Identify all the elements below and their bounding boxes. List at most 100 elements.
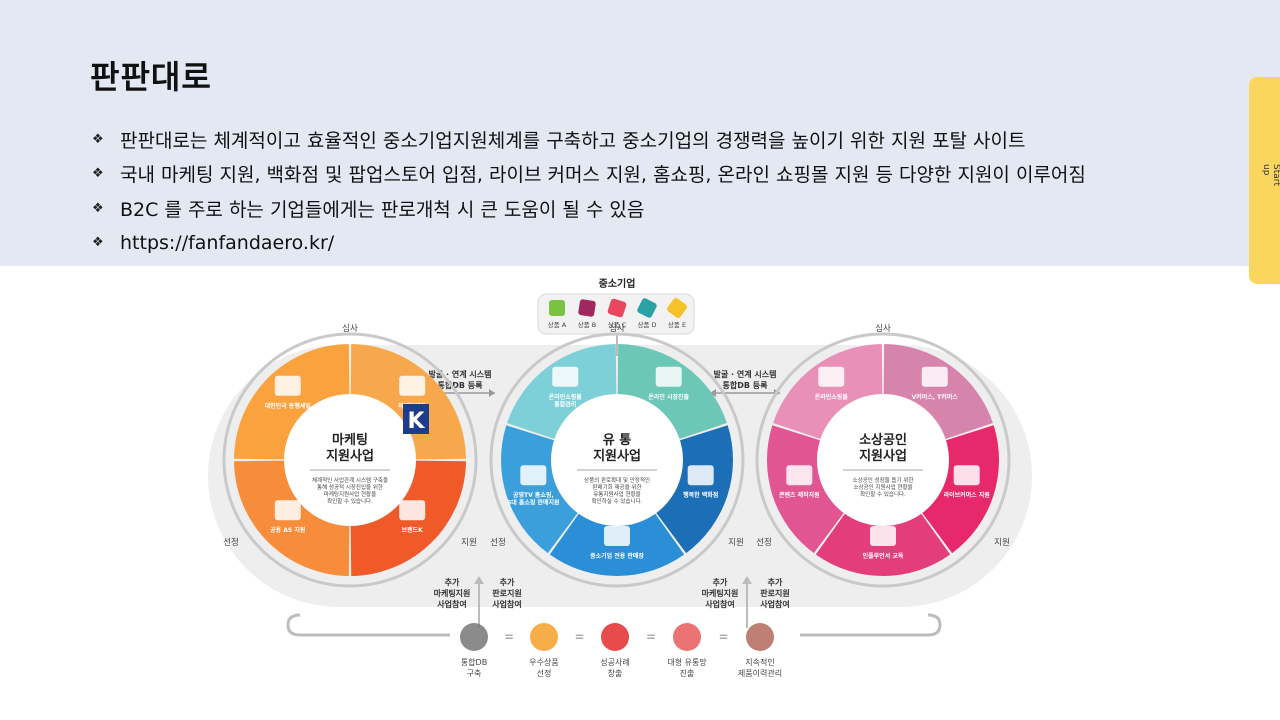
extra-label-line: 사업참여: [437, 599, 466, 609]
segment-label: 대한민국 동행세일: [265, 402, 312, 410]
circle-description-line: 소상공인 성장을 돕기 위한: [853, 476, 914, 484]
circle-description-line: 확인할 수 있습니다.: [327, 497, 373, 505]
stage-review-label: 심사: [875, 323, 891, 334]
diamond-bullet-icon: ❖: [92, 131, 104, 147]
diamond-bullet-icon: ❖: [92, 166, 104, 182]
stage-select-label: 선정: [756, 537, 772, 548]
bullet-text: B2C 를 주로 하는 기업들에게는 판로개척 시 큰 도움이 될 수 있음: [120, 198, 645, 221]
brand-k-badge: [403, 404, 429, 434]
circle-description-line: 확인할 수 있습니다.: [860, 490, 906, 498]
segment-label-line: 6대 홈쇼핑 판매지원: [507, 499, 560, 507]
segment-icon: [274, 500, 301, 521]
process-connector: =: [646, 630, 656, 644]
product-label-line: 상품 E: [668, 320, 686, 329]
start-up-tab-label: Start up: [1261, 164, 1280, 186]
segment-label-line: 라이브커머스 지원: [944, 491, 990, 499]
segment-label-line: 대한민국 동행세일: [265, 402, 312, 410]
stage-support-label: 지원: [728, 538, 744, 548]
segment-label: 브랜드K: [402, 526, 424, 534]
process-icon: [746, 623, 774, 651]
circle-description-line: 소상공인 지원사업 현황을: [853, 483, 912, 491]
process-icon: [673, 623, 701, 651]
segment-label-line: 브랜드K: [402, 526, 424, 534]
stage-support-label-line: 지원: [728, 538, 744, 548]
start-up-tab[interactable]: [1249, 77, 1280, 284]
segment-label-line: 통합관리: [554, 400, 576, 408]
product-label-line: 상품 B: [578, 320, 597, 329]
stage-support-label-line: 지원: [994, 538, 1010, 548]
segment-label: 공용 AS 지원: [270, 526, 305, 534]
header-panel: [0, 0, 1280, 266]
segment-icon: [818, 366, 845, 387]
segment-label-line: 온라인 시장진출: [648, 393, 689, 401]
segment-label-line: 행복한 백화점: [683, 491, 718, 499]
link-label-line: 통합DB 등록: [438, 380, 484, 390]
process-label-line: 성공사례: [600, 657, 629, 667]
segment-icon: [953, 465, 980, 486]
link-label-line: 통합DB 등록: [723, 380, 769, 390]
process-label-line: 구축: [467, 669, 482, 678]
segment-icon: [921, 366, 948, 387]
process-left-bracket: [286, 613, 450, 637]
segment-icon: [520, 465, 547, 486]
segment-label-line: 온라인쇼핑몰: [815, 393, 849, 401]
segment-label: 공영TV 홈쇼핑,6대 홈쇼핑 판매지원: [507, 491, 560, 507]
process-connector: =: [718, 630, 728, 644]
site-url-link[interactable]: https://fanfandaero.kr/: [120, 231, 335, 254]
circle-description-line: 상품의 판로확대 및 안정적인: [584, 476, 650, 484]
process-label-line: 지속적인: [745, 657, 774, 667]
circle-segment: [234, 344, 350, 460]
product-icon: [607, 298, 627, 318]
segment-label: 콘텐츠 제작지원: [779, 491, 820, 499]
process-label-line: 우수상품: [529, 657, 558, 667]
segment-icon: [604, 526, 630, 546]
bullet-item: ❖판판대로는 체계적이고 효율적인 중소기업지원체계를 구축하고 중소기업의 경…: [92, 122, 1086, 157]
segment-label-line: 중소기업 전용 판매장: [590, 552, 644, 560]
extra-label-line: 사업참여: [760, 599, 789, 609]
stage-select-label-line: 선정: [756, 537, 772, 548]
process-connector-line: =: [574, 630, 584, 644]
circle-description-line: 통해 성공적 시장진입을 위한: [317, 483, 383, 491]
segment-label-line: 온라인쇼핑몰: [549, 393, 583, 401]
diamond-bullet-icon: ❖: [92, 235, 104, 251]
brand-k-letter-line: K: [407, 409, 425, 434]
circle-center: [551, 394, 683, 526]
product-icon: [549, 300, 565, 316]
process-icon: [530, 623, 558, 651]
circle-title-line: 지원사업: [859, 448, 907, 464]
extra-label-line: 사업참여: [705, 599, 734, 609]
circle-description-line: 유통지원사업 현황을: [593, 490, 640, 498]
product-label-line: 상품 C: [608, 320, 627, 329]
extra-connector-head: [474, 576, 484, 584]
product-label-line: 상품 A: [548, 320, 567, 329]
segment-icon: [655, 366, 682, 387]
product-label-line: 상품 D: [637, 320, 656, 329]
extra-label-line: 추가: [713, 577, 728, 587]
product-icon: [637, 298, 657, 318]
stage-support-label-line: 지원: [461, 538, 477, 548]
bullet-item[interactable]: ❖ https://fanfandaero.kr/: [92, 226, 1086, 261]
stage-ring: [222, 332, 478, 588]
bullet-item: ❖B2C 를 주로 하는 기업들에게는 판로개척 시 큰 도움이 될 수 있음: [92, 191, 1086, 226]
stage-review-label-line: 심사: [875, 323, 891, 334]
stage-select-label-line: 선정: [223, 537, 239, 548]
process-label-line: 창출: [608, 668, 623, 678]
process-label-line: 제품이력관리: [738, 668, 782, 678]
circle-title-line: 소상공인: [859, 432, 907, 448]
process-label-line: 대형 유통망: [667, 657, 707, 667]
process-icon: [460, 623, 488, 651]
extra-label-line: 사업참여: [492, 599, 521, 609]
stage-review-label: 심사: [609, 323, 625, 334]
segment-label: 중소기업 전용 판매장: [590, 552, 644, 560]
stage-ring: [489, 332, 745, 588]
segment-icon: [399, 375, 426, 396]
circle-description-line: 체계적인 사업관계 시스템 구축을: [312, 476, 388, 484]
